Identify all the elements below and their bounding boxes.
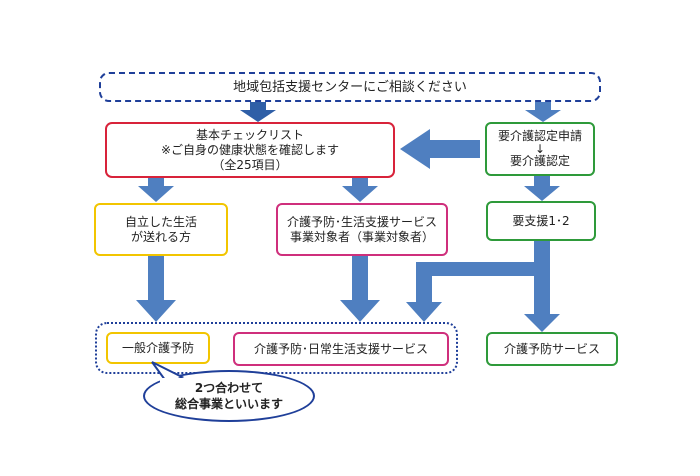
checklist-note: ※ご自身の健康状態を確認します <box>160 142 340 157</box>
comprehensive-program-group <box>95 322 458 374</box>
support-level-box: 要支援1･2 <box>486 201 596 241</box>
certification-box: 要介護認定申請 ↓ 要介護認定 <box>485 122 595 176</box>
checklist-box: 基本チェックリスト ※ご自身の健康状態を確認します （全25項目） <box>105 122 395 178</box>
target-line1: 介護予防･生活支援サービス <box>286 214 437 229</box>
general-prevention-text: 一般介護予防 <box>121 340 194 355</box>
arrow-checklist-to-independent <box>138 178 174 202</box>
arrow-checklist-to-target <box>342 178 378 202</box>
arrow-certification-to-checklist <box>400 129 480 169</box>
support-level-text: 要支援1･2 <box>512 213 570 228</box>
prevention-service-box: 介護予防サービス <box>486 332 618 366</box>
consult-text: 地域包括支援センターにご相談ください <box>233 79 467 95</box>
certification-result: 要介護認定 <box>509 154 570 168</box>
independent-line1: 自立した生活 <box>124 214 197 229</box>
checklist-title: 基本チェックリスト <box>195 127 304 142</box>
arrow-target-to-daily <box>340 256 380 322</box>
general-prevention-box: 一般介護予防 <box>106 332 210 364</box>
daily-support-box: 介護予防･日常生活支援サービス <box>233 332 449 366</box>
consult-box: 地域包括支援センターにご相談ください <box>99 72 601 102</box>
arrow-support-to-daily <box>406 262 442 322</box>
independent-box: 自立した生活 が送れる方 <box>94 203 228 256</box>
daily-support-text: 介護予防･日常生活支援サービス <box>253 341 428 356</box>
checklist-count: （全25項目） <box>212 157 288 172</box>
callout-line2: 総合事業といいます <box>174 397 283 411</box>
prevention-service-text: 介護予防サービス <box>503 341 600 356</box>
arrow-consult-to-certification <box>525 102 561 122</box>
arrow-support-branch-bar <box>416 262 550 276</box>
target-box: 介護予防･生活支援サービス 事業対象者（事業対象者） <box>276 203 448 256</box>
comprehensive-callout: 2つ合わせて 総合事業といいます <box>143 370 315 422</box>
certification-arrow: ↓ <box>534 142 546 156</box>
callout-line1: 2つ合わせて <box>194 381 264 395</box>
arrow-certification-to-support <box>524 176 560 201</box>
target-line2: 事業対象者（事業対象者） <box>289 229 434 244</box>
certification-application: 要介護認定申請 <box>497 129 582 143</box>
arrow-consult-to-checklist <box>240 102 276 122</box>
arrow-independent-to-general <box>136 256 176 322</box>
independent-line2: が送れる方 <box>130 229 191 244</box>
arrow-support-to-prevention <box>524 262 560 332</box>
